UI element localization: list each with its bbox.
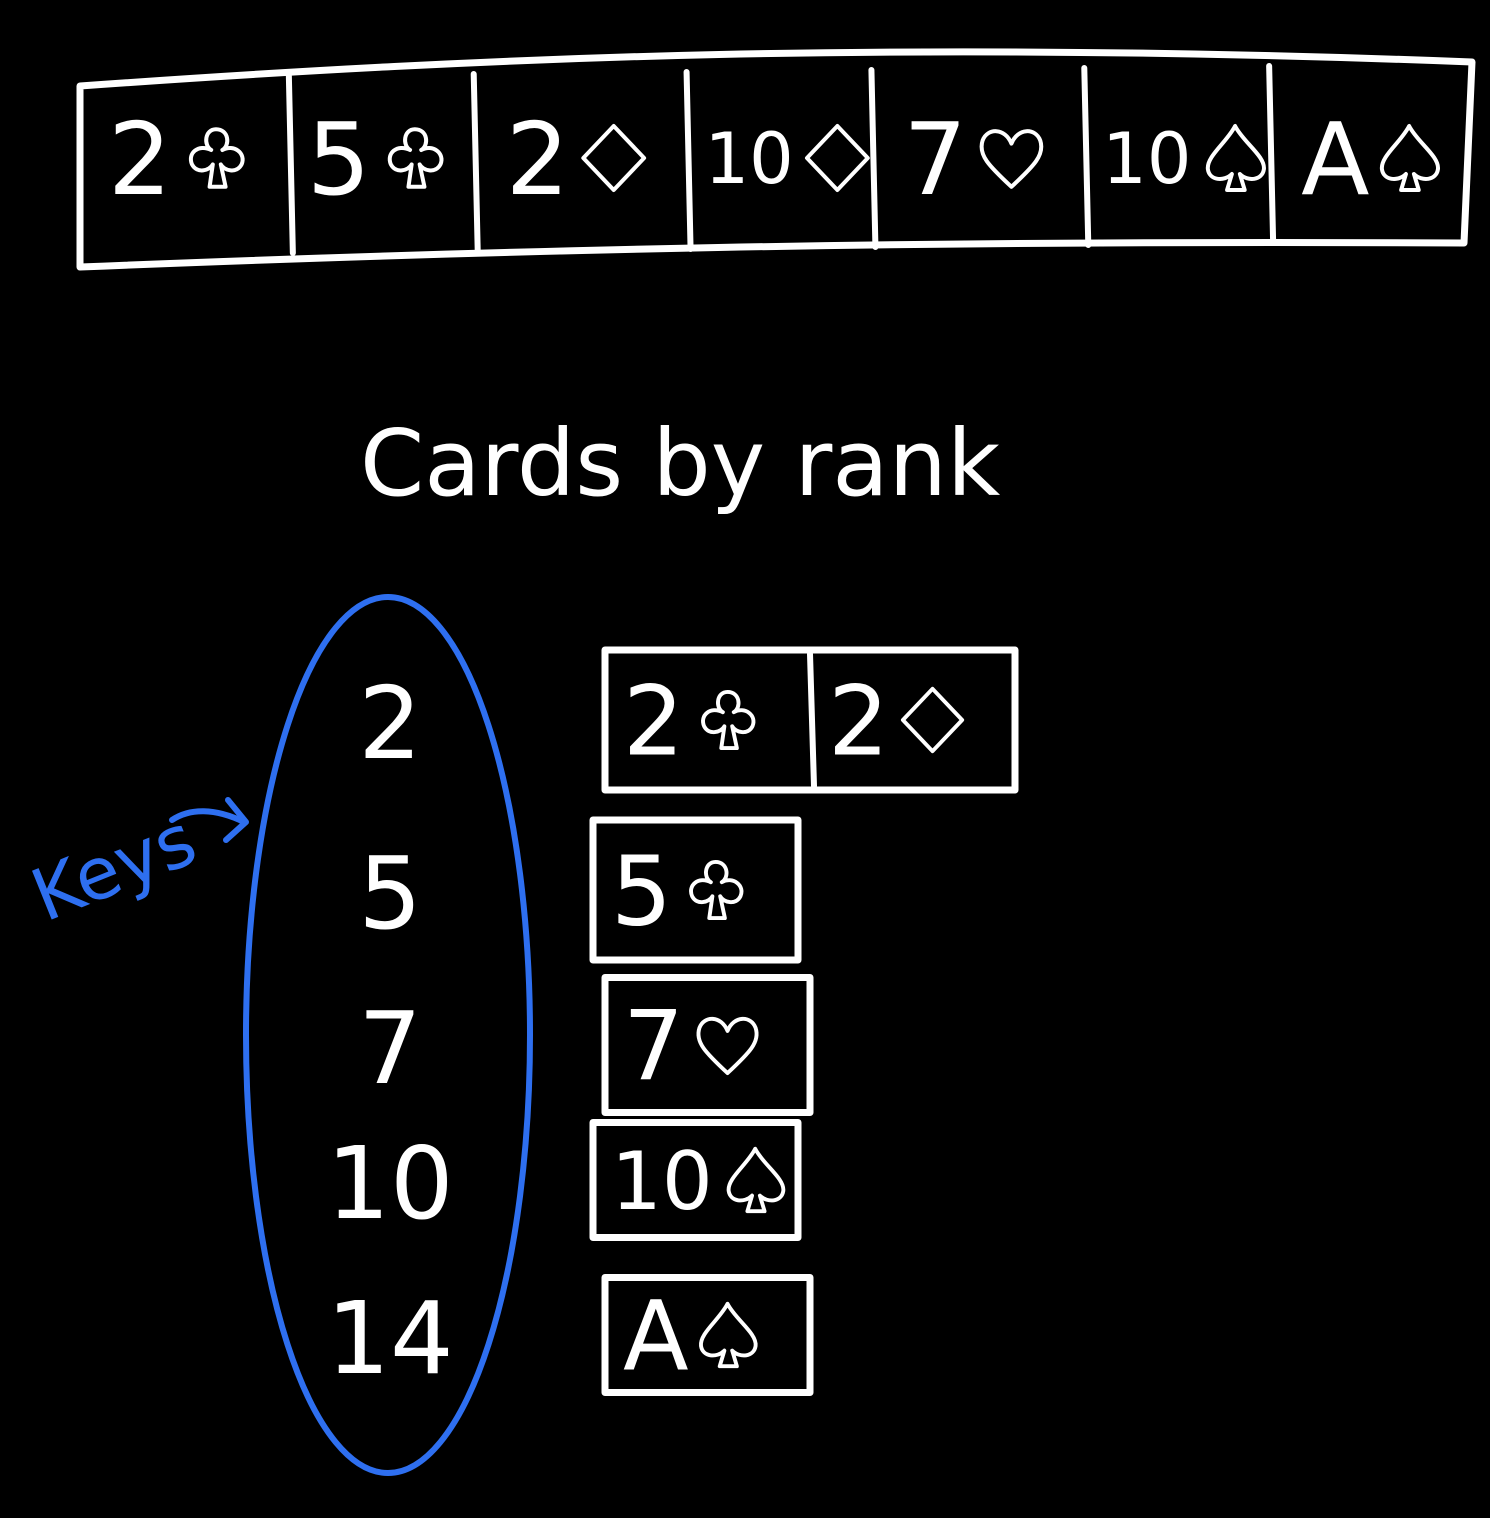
deck-card: 10 xyxy=(1102,118,1266,200)
group-card-box xyxy=(589,816,802,964)
heart-suit-shape xyxy=(696,1016,759,1076)
deck-card-rank: 10 xyxy=(1102,118,1191,200)
deck-card-rank: 7 xyxy=(903,101,967,218)
heart-suit-shape xyxy=(979,129,1044,189)
deck-card: 2 xyxy=(506,101,647,218)
deck-card-spade-icon xyxy=(1379,124,1440,193)
group-card-box xyxy=(601,646,1019,794)
group-key: 10 xyxy=(326,1125,453,1242)
diamond-suit-shape xyxy=(581,124,647,193)
group-card-club-icon xyxy=(689,859,744,921)
diamond-suit-shape xyxy=(804,124,870,193)
spade-suit-shape xyxy=(1379,124,1440,193)
group-cell-divider xyxy=(807,651,817,789)
deck-cell-divider xyxy=(470,71,481,254)
deck-cell-divider xyxy=(1081,65,1092,248)
deck-card-rank: A xyxy=(1301,101,1369,218)
group-card-club-icon xyxy=(701,689,756,751)
keys-arrowhead xyxy=(223,797,249,843)
deck-card: 5 xyxy=(307,101,444,218)
deck-card-rank: 5 xyxy=(307,101,371,218)
group-card-spade-icon xyxy=(726,1146,786,1214)
deck-cell-divider xyxy=(683,69,694,252)
group-card-heart-icon xyxy=(696,1016,759,1076)
deck-card-rank: 2 xyxy=(108,101,172,218)
deck-card: 7 xyxy=(903,101,1044,218)
deck-cell-divider xyxy=(868,67,879,250)
keys-ellipse xyxy=(243,594,533,1476)
group-card-rank: A xyxy=(623,1281,689,1393)
deck-card-club-icon xyxy=(188,127,245,189)
deck-card-club-icon xyxy=(387,127,444,189)
group-key: 7 xyxy=(358,990,422,1107)
club-suit-shape xyxy=(701,689,756,751)
deck-card: 2 xyxy=(108,101,245,218)
deck-card: 10 xyxy=(705,118,870,200)
deck-card-rank: 10 xyxy=(705,118,794,200)
spade-suit-shape xyxy=(726,1146,786,1214)
group-card-box xyxy=(601,974,814,1116)
group-card-rank: 5 xyxy=(611,836,672,948)
spade-suit-shape xyxy=(1205,124,1266,193)
deck-cell-divider xyxy=(1266,63,1277,246)
deck-card-rank: 2 xyxy=(506,101,570,218)
group-card-box xyxy=(601,1274,814,1396)
group-card-rank: 2 xyxy=(828,666,889,778)
keys-arrow-line xyxy=(169,808,247,825)
deck-card-diamond-icon xyxy=(804,124,870,193)
group-card-rank: 7 xyxy=(623,991,684,1103)
deck-card-heart-icon xyxy=(979,129,1044,189)
diagram-title: Cards by rank xyxy=(360,410,1001,517)
group-row: 10 10 xyxy=(326,1119,802,1242)
deck-card-diamond-icon xyxy=(581,124,647,193)
club-suit-shape xyxy=(689,859,744,921)
group-row: 14 A xyxy=(326,1274,814,1397)
group-card-box xyxy=(589,1119,802,1241)
deck-card-spade-icon xyxy=(1205,124,1266,193)
diamond-suit-shape xyxy=(900,686,965,754)
group-card-rank: 2 xyxy=(623,666,684,778)
deck-array: 2 5 2 10 7 10 A xyxy=(76,48,1476,271)
group-card-spade-icon xyxy=(699,1301,758,1369)
club-suit-shape xyxy=(387,127,444,189)
club-suit-shape xyxy=(188,127,245,189)
group-card-diamond-icon xyxy=(900,686,965,754)
group-key: 5 xyxy=(358,835,422,952)
group-key: 2 xyxy=(358,665,422,782)
group-card-rank: 10 xyxy=(611,1135,713,1228)
deck-card: A xyxy=(1301,101,1440,218)
group-row: 2 2 2 xyxy=(358,646,1019,794)
deck-cell-divider xyxy=(285,73,296,256)
deck-array-outline xyxy=(76,48,1476,271)
spade-suit-shape xyxy=(699,1301,758,1369)
keys-group xyxy=(169,594,533,1476)
group-key: 14 xyxy=(326,1280,453,1397)
